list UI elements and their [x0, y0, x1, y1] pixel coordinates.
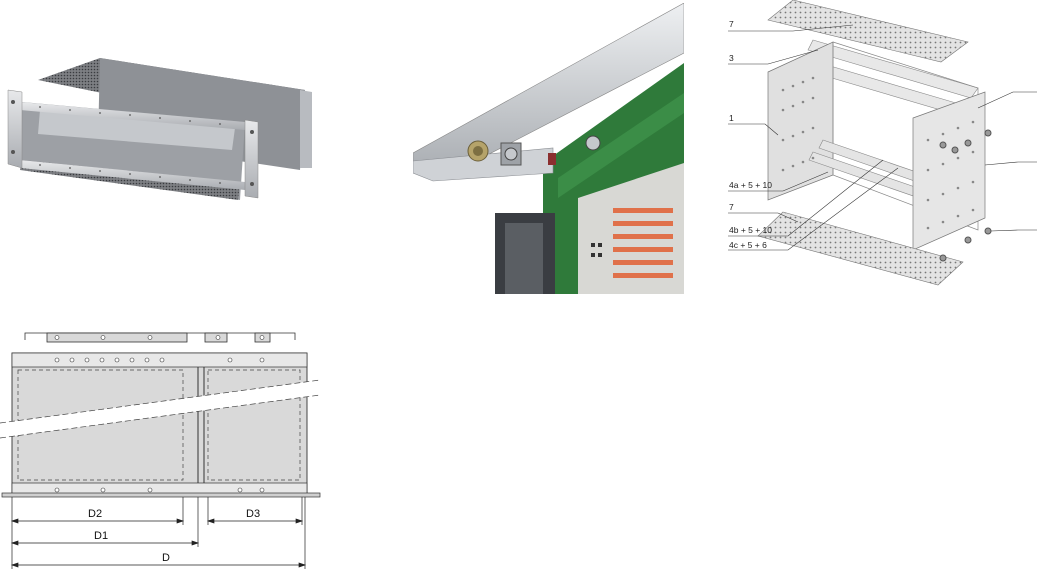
- dimension-label-d2: D2: [88, 508, 102, 520]
- callout-1: 1: [729, 113, 734, 123]
- callout-3: 3: [729, 53, 734, 63]
- exploded-view-diagram: 7 3 1 4a + 5 + 10 7 4b + 5 + 10 4c + 5 +…: [728, 0, 1037, 286]
- callout-4b: 4b + 5 + 10: [729, 225, 772, 235]
- callout-7-bottom: 7: [729, 202, 734, 212]
- subrack-photo: [7, 58, 312, 200]
- callout-4a: 4a + 5 + 10: [729, 180, 772, 190]
- callout-4c: 4c + 5 + 6: [729, 240, 767, 250]
- dimension-label-d1: D1: [94, 530, 108, 542]
- callout-7-top: 7: [729, 19, 734, 29]
- dimension-label-d3: D3: [246, 508, 260, 520]
- depth-dimension-drawing: D2 D3 D1 D: [0, 332, 321, 569]
- guide-rail-closeup-photo: [413, 3, 684, 294]
- dimension-label-d: D: [162, 552, 170, 564]
